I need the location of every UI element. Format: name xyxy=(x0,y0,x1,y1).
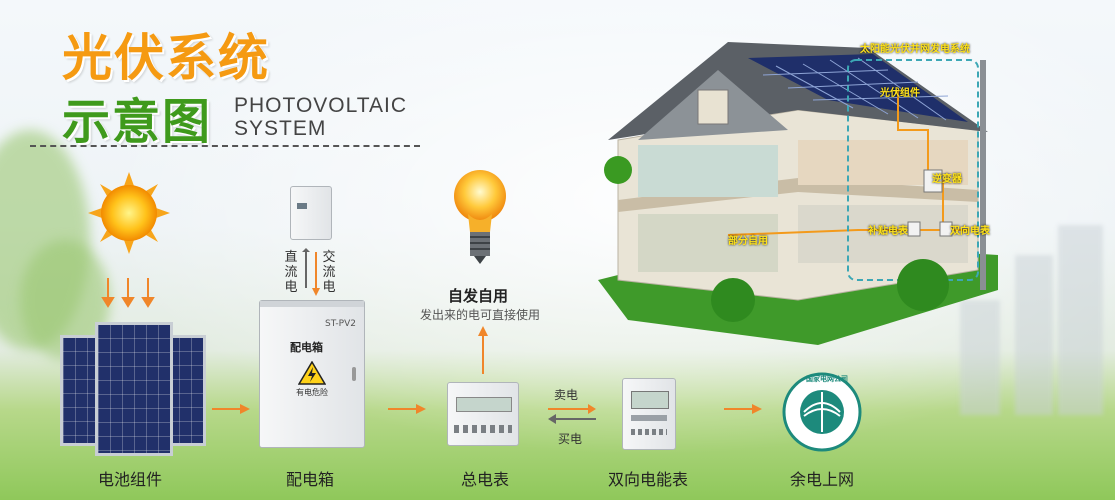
dc-ac-arrows xyxy=(302,248,320,296)
label-buy-power: 买电 xyxy=(558,432,583,446)
flow-arrow-right xyxy=(724,404,762,414)
subtitle-en-line1: PHOTOVOLTAIC xyxy=(234,94,408,117)
flow-arrow-right xyxy=(212,404,250,414)
subtitle-english: PHOTOVOLTAIC SYSTEM xyxy=(234,94,407,140)
label-grid: 余电上网 xyxy=(789,470,854,489)
box-model-text: ST-PV2 xyxy=(325,319,356,329)
house-label-system: 太阳能光伏并网发电系统 xyxy=(860,44,970,55)
sun-icon xyxy=(88,172,170,254)
solar-panel-center xyxy=(95,322,173,456)
house-label-bidirectional-meter: 双向电表 xyxy=(950,226,990,237)
inverter-device xyxy=(290,186,332,240)
box-title-text: 配电箱 xyxy=(290,341,323,354)
background-building xyxy=(960,300,1000,415)
subtitle-en-line2: SYSTEM xyxy=(234,117,327,140)
label-dc-current: 直流电 xyxy=(284,250,298,295)
main-meter xyxy=(447,382,519,446)
bidirectional-meter xyxy=(622,378,676,450)
title-divider xyxy=(30,145,420,147)
grid-logo-text: 国家电网公司 xyxy=(806,375,848,383)
house-cutaway-illustration xyxy=(598,42,998,345)
flow-arrow-up xyxy=(478,326,488,374)
title-line2: 示意图 xyxy=(62,94,213,150)
label-self-use: 自发自用 xyxy=(448,287,509,305)
house-label-inverter: 逆变器 xyxy=(932,174,962,185)
warning-icon xyxy=(298,361,326,385)
house-label-pv-module: 光伏组件 xyxy=(880,88,920,99)
title-line1: 光伏系统 xyxy=(62,29,270,87)
house-label-partial-self-use: 部分自用 xyxy=(728,236,768,247)
house-label-subsidy-meter: 补贴电表 xyxy=(868,226,908,237)
label-bidirectional-meter: 双向电能表 xyxy=(607,470,688,489)
sunlight-arrows xyxy=(101,278,155,308)
distribution-box: ST-PV2 配电箱 有电危险 xyxy=(259,300,365,448)
label-sell-power: 卖电 xyxy=(554,388,579,402)
label-solar-panels: 电池组件 xyxy=(97,470,162,489)
label-main-meter: 总电表 xyxy=(460,470,509,489)
label-ac-current: 交流电 xyxy=(322,250,336,295)
state-grid-logo xyxy=(782,372,862,452)
sell-buy-arrows xyxy=(548,404,596,424)
label-self-use-desc: 发出来的电可直接使用 xyxy=(420,308,541,322)
solar-panel-left xyxy=(60,335,102,446)
box-warning-text: 有电危险 xyxy=(296,388,328,397)
light-bulb-icon xyxy=(454,170,506,264)
background-building xyxy=(1058,225,1103,415)
flow-arrow-right xyxy=(388,404,426,414)
label-distribution-box: 配电箱 xyxy=(285,470,334,489)
background-building xyxy=(1015,255,1053,415)
